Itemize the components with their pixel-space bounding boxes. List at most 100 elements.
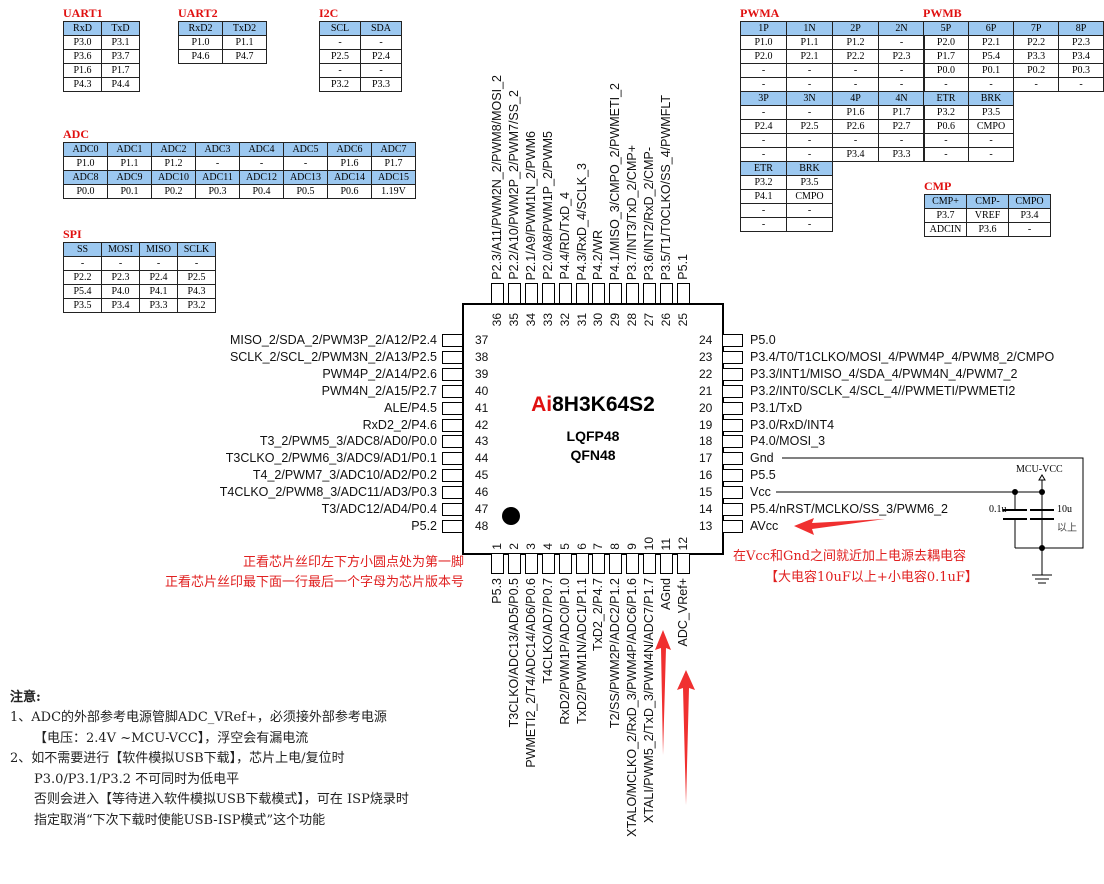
- pin-number: 18: [699, 434, 713, 449]
- pin-number: 46: [475, 485, 489, 500]
- table-row: CMP+CMP-CMPO: [924, 194, 1051, 209]
- pin-pad: [722, 334, 743, 347]
- pin-label: RxD2_2/P4.6: [362, 417, 437, 432]
- pin-label: P4.0/MOSI_3: [750, 434, 826, 449]
- pin-number: 40: [475, 383, 489, 398]
- pin-number: 13: [699, 518, 713, 533]
- pin-label: Vcc: [750, 485, 771, 500]
- table-row: ----: [740, 63, 925, 78]
- pin-label: P3.0/RxD/INT4: [750, 417, 835, 432]
- cap-big-label: 10u: [1057, 504, 1072, 515]
- table-header-cell: ADC8: [63, 170, 108, 185]
- pin-pad: [575, 283, 589, 304]
- pin-pad: [722, 503, 743, 516]
- chip-brand: Ai: [531, 393, 553, 416]
- pwmb-title: PWMB: [923, 6, 962, 20]
- pin-label: AVcc: [750, 518, 779, 533]
- pin-pad: [524, 553, 538, 574]
- note-line: 2、如不需要进行【软件模拟USB下载】，芯片上电/复位时: [10, 751, 345, 766]
- table-cell: -: [1058, 77, 1104, 92]
- pin-pad: [507, 553, 521, 574]
- table-cell: P0.0: [63, 184, 108, 199]
- pin-number: 16: [699, 468, 713, 483]
- table-header-cell: 5P: [923, 21, 969, 36]
- pin-pad: [491, 283, 504, 304]
- pin-pad: [660, 553, 673, 574]
- table-header-cell: 1N: [786, 21, 833, 36]
- table-header-cell: ADC3: [195, 142, 240, 157]
- table-cell: -: [1008, 222, 1051, 237]
- uart1-title: UART1: [63, 6, 103, 20]
- decoupling-annotation: 在Vcc和Gnd之间就近加上电源去耦电容: [733, 549, 967, 564]
- table-header-cell: ADC4: [239, 142, 284, 157]
- pin-pad: [507, 283, 521, 304]
- pin-label: SCLK_2/SCL_2/PWM3N_2/A13/P2.5: [229, 349, 437, 364]
- cap-big-note: 以上: [1057, 523, 1077, 534]
- i2c-title: I2C: [319, 6, 339, 20]
- table-cell: -: [967, 147, 1015, 162]
- pin-pad: [722, 469, 743, 483]
- pin-number: 39: [475, 366, 489, 381]
- pin-pad: [626, 283, 640, 304]
- pin-number: 17: [699, 451, 713, 466]
- pin-pad: [592, 553, 606, 574]
- pin-label: P3.2/INT0/SCLK_4/SCL_4//PWMETI/PWMETI2: [750, 383, 1016, 398]
- pin-pad: [626, 553, 640, 574]
- table-cell: 1.19V: [371, 184, 416, 199]
- pin-pad: [609, 553, 623, 574]
- table-header-cell: CMP+: [924, 194, 967, 209]
- red-arrows: [655, 518, 885, 805]
- pin-number: 47: [475, 502, 489, 516]
- chip-package-lqfp: LQFP48: [566, 428, 620, 444]
- table-header-cell: 3N: [786, 91, 833, 106]
- table-header-cell: 6P: [967, 21, 1015, 36]
- pin-number: 20: [699, 400, 713, 415]
- pin-pad: [643, 283, 657, 304]
- table-header-cell: RxD: [63, 21, 102, 36]
- pin-label: T3CLKO_2/PWM6_3/ADC9/AD1/P0.1: [225, 451, 437, 466]
- pin-number: 45: [475, 468, 489, 483]
- table-row: --: [923, 147, 1104, 162]
- note-line: P3.0/P3.1/P3.2 不可同时为低电平: [34, 772, 240, 787]
- note-line: 【电压：2.4V ~MCU-VCC】，浮空会有漏电流: [34, 731, 309, 746]
- table-row: ----: [923, 77, 1104, 92]
- pin1-annotation: 正看芯片丝印左下方小圆点处为第一脚: [242, 555, 464, 570]
- note-line: 否则会进入【等待进入软件模拟USB下载模式】，可在 ISP烧录时: [34, 792, 409, 807]
- pin-pad: [592, 283, 606, 304]
- pin-number: 22: [699, 366, 713, 381]
- table-cell: -: [360, 63, 402, 78]
- pin-label: P5.0: [750, 333, 776, 347]
- pin-label: T3/ADC12/AD4/P0.4: [321, 502, 437, 516]
- table-cell: P3.5: [967, 105, 1015, 120]
- table-row: --: [740, 203, 925, 218]
- table-header-cell: 8P: [1058, 21, 1104, 36]
- pin-label: ALE/P4.5: [384, 400, 437, 415]
- pin-pad: [722, 486, 743, 500]
- pin-number: 23: [699, 349, 713, 364]
- table-cell: P3.2: [177, 298, 216, 313]
- table-cell: P3.5: [63, 298, 102, 313]
- pin-number: 24: [699, 333, 713, 347]
- pin-pad: [722, 367, 743, 381]
- table-header-cell: CMPO: [1008, 194, 1051, 209]
- table-header-cell: TxD: [101, 21, 140, 36]
- table-row: --: [923, 133, 1104, 148]
